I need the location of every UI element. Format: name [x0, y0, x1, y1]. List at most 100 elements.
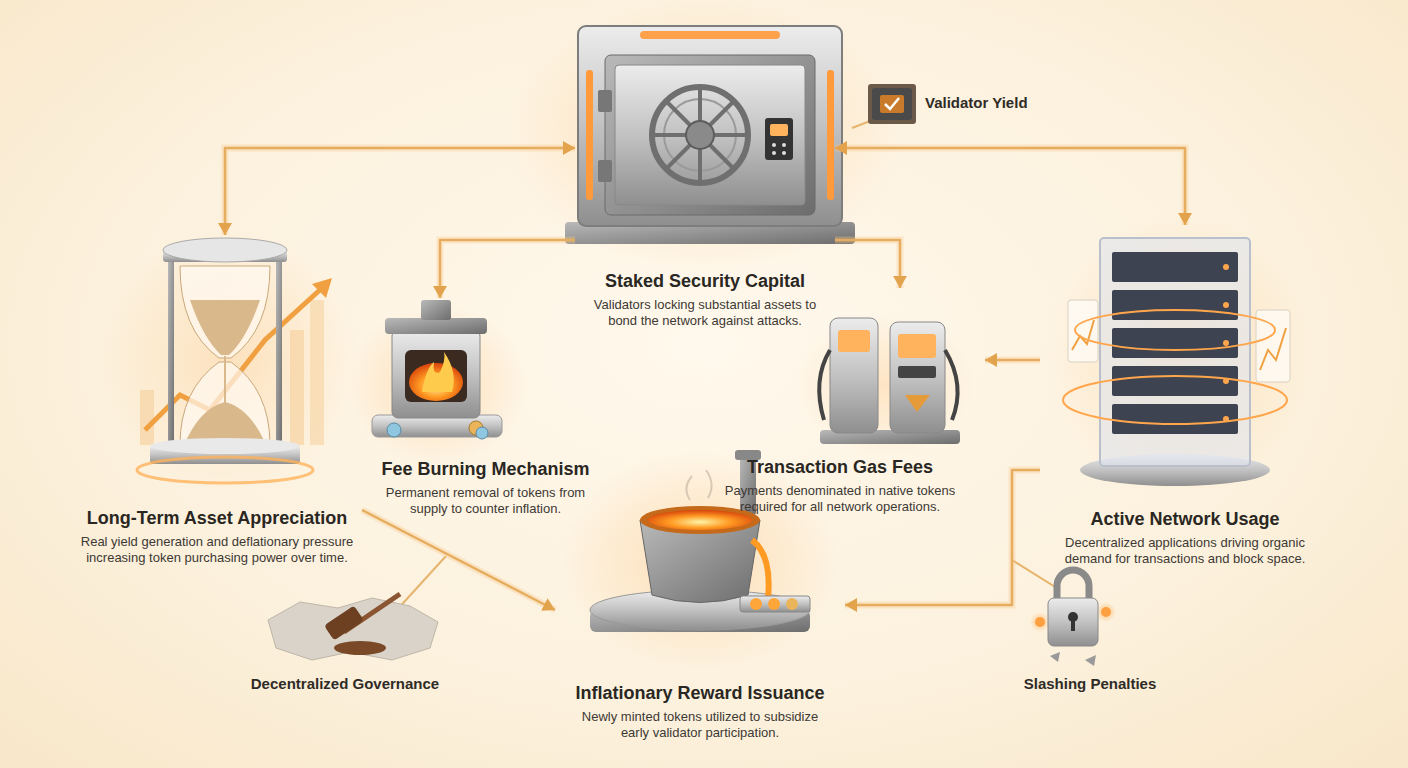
server-illustration: [1072, 320, 1094, 350]
server-illustration: [1256, 310, 1290, 382]
node-description: Payments denominated in native tokens re…: [714, 483, 966, 515]
hourglass-illustration: [190, 300, 260, 355]
gavel-map-illustration: [268, 598, 438, 660]
server-illustration: [1075, 310, 1275, 350]
connector-glow: [985, 357, 1040, 364]
vault-illustration: [586, 70, 593, 200]
callout-label: Slashing Penalties: [1000, 675, 1180, 693]
vault-illustration: [652, 87, 748, 183]
node-heading: Active Network Usage: [1040, 508, 1330, 530]
gas-pump-illustration: [795, 315, 975, 455]
vault-illustration: [615, 65, 805, 205]
gas-pump-illustration: [945, 350, 958, 420]
crucible-illustration: [768, 598, 780, 610]
node-heading: Long-Term Asset Appreciation: [72, 507, 362, 529]
hourglass-illustration: [137, 457, 313, 483]
furnace-illustration: [385, 318, 487, 334]
connector-line: [440, 240, 575, 298]
connector-line: [985, 359, 1040, 362]
vault-illustration: [666, 101, 734, 169]
node-heading: Fee Burning Mechanism: [378, 458, 593, 480]
server-illustration: [1112, 290, 1238, 320]
node-description: Validators locking substantial assets to…: [590, 297, 820, 329]
vault-illustration: [640, 31, 780, 39]
vault-illustration: [770, 124, 788, 136]
vault-illustration: [605, 55, 815, 215]
server-node: Active Network UsageDecentralized applic…: [1040, 225, 1330, 570]
node-heading: Transaction Gas Fees: [695, 456, 985, 478]
gavel-map-illustration: [324, 605, 364, 640]
lock-illustration: [1048, 598, 1098, 646]
chip-icon: [872, 88, 912, 120]
hourglass-illustration: [310, 300, 324, 445]
furnace-node: Fee Burning MechanismPermanent removal o…: [378, 298, 593, 518]
crucible-illustration: [740, 596, 810, 612]
gas-pump-illustration: [890, 322, 945, 433]
server-illustration: [1112, 366, 1238, 396]
lock-illustration: [1030, 612, 1050, 632]
connector-line: [225, 148, 575, 235]
hourglass-illustration: [290, 330, 304, 445]
gas-pump-node: Transaction Gas FeesPayments denominated…: [695, 288, 985, 520]
crucible-illustration: [752, 540, 769, 598]
hourglass-illustration: [180, 266, 270, 358]
node-heading: Staked Security Capital: [575, 270, 835, 292]
server-illustration: [1043, 215, 1313, 495]
server-illustration: [1112, 252, 1238, 282]
vault-illustration: [686, 121, 714, 149]
crucible-illustration: [648, 510, 752, 530]
vault-illustration: [578, 26, 842, 226]
server-illustration: [1223, 340, 1229, 346]
crucible-illustration: [750, 598, 762, 610]
furnace-illustration: [422, 352, 454, 392]
node-description: Permanent removal of tokens from supply …: [385, 485, 587, 517]
vault-illustration: [772, 143, 776, 147]
server-illustration: [1100, 238, 1250, 466]
flow-connector: [440, 240, 575, 298]
lock-illustration: [1096, 602, 1116, 622]
vault-illustration: [827, 70, 834, 200]
gas-pump-illustration: [905, 395, 930, 412]
node-heading: Inflationary Reward Issuance: [555, 682, 845, 704]
flow-connector: [835, 240, 900, 288]
server-illustration: [1043, 215, 1313, 495]
lock-illustration: [1050, 652, 1060, 662]
flow-connector: [835, 148, 1185, 225]
gavel-map-illustration: [334, 641, 386, 655]
server-illustration: [1112, 404, 1238, 434]
chip-icon: [868, 84, 916, 124]
hourglass-illustration: [140, 390, 154, 445]
furnace-illustration: [387, 423, 401, 437]
vault-illustration: [772, 151, 776, 155]
vault-illustration: [666, 101, 734, 169]
hourglass-illustration: [100, 230, 360, 490]
furnace-illustration: [347, 305, 527, 465]
hourglass-illustration: [168, 262, 174, 446]
furnace-illustration: [421, 300, 451, 320]
server-illustration: [1068, 300, 1098, 362]
node-text-block: Active Network UsageDecentralized applic…: [1040, 508, 1330, 567]
hourglass-illustration: [276, 262, 282, 446]
flow-connector: [225, 148, 575, 235]
connector-glow: [362, 510, 555, 610]
callout-label: Decentralized Governance: [235, 675, 455, 693]
gas-pump-illustration: [898, 366, 936, 378]
node-text-block: Long-Term Asset AppreciationReal yield g…: [72, 507, 362, 566]
lock-illustration: [1085, 655, 1096, 666]
furnace-illustration: [405, 350, 467, 402]
furnace-illustration: [392, 330, 480, 418]
vault-illustration: [598, 160, 612, 182]
vault-illustration: [782, 143, 786, 147]
gas-pump-illustration: [838, 330, 870, 352]
connector-line: [362, 510, 555, 610]
connector-glow: [440, 240, 575, 298]
lock-illustration: [1035, 617, 1045, 627]
gas-pump-illustration: [898, 334, 936, 358]
server-illustration: [1063, 376, 1287, 424]
hourglass-illustration: [312, 278, 332, 298]
hourglass-illustration: [100, 230, 360, 490]
callout-label: Validator Yield: [925, 94, 1075, 112]
crucible-illustration: [786, 598, 798, 610]
